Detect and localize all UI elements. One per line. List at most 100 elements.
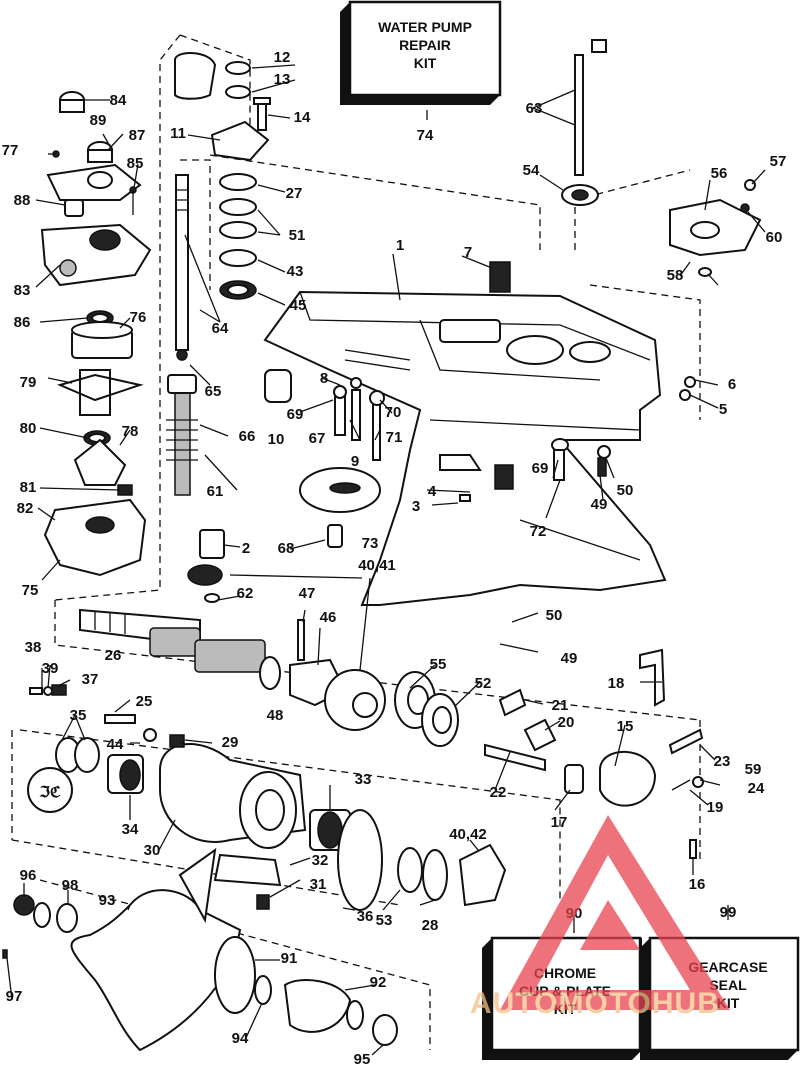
part-label: 79	[20, 374, 37, 391]
part-label: 82	[17, 500, 34, 517]
part-label: 91	[281, 950, 298, 967]
part-label: 5	[719, 401, 727, 418]
part-label: 23	[714, 753, 731, 770]
part-label: 22	[490, 784, 507, 801]
part-label: 2	[242, 540, 250, 557]
propeller-shaft-parts	[79, 608, 704, 859]
part-label: 61	[207, 483, 224, 500]
part-label: 18	[608, 675, 625, 692]
part-label: 44	[107, 736, 124, 753]
part-label: 1	[396, 237, 404, 254]
part-label: 17	[551, 814, 568, 831]
part-label: 62	[237, 585, 254, 602]
part-label: 35	[70, 707, 87, 724]
part-label: 63	[526, 100, 543, 117]
part-label: 19	[707, 799, 724, 816]
part-label: 77	[2, 142, 19, 159]
part-label: 88	[14, 192, 31, 209]
part-label: 39	[42, 660, 59, 677]
part-label: 14	[294, 109, 311, 126]
part-label: 10	[268, 431, 285, 448]
part-label: 72	[530, 523, 547, 540]
part-label: 69	[532, 460, 549, 477]
kit-90-line-1: CHROME	[534, 965, 596, 981]
part-label: 71	[386, 429, 403, 446]
part-label: 37	[82, 671, 99, 688]
part-label: 55	[430, 656, 447, 673]
part-label: 30	[144, 842, 161, 859]
part-label: 26	[105, 647, 122, 664]
kit-74-line-3: KIT	[414, 55, 437, 71]
part-label: 66	[239, 428, 256, 445]
brand-logo: ℑℭ	[38, 784, 60, 801]
part-label: 51	[289, 227, 306, 244]
part-label: 49	[591, 496, 608, 513]
part-label: 87	[129, 127, 146, 144]
propeller-parts	[2, 847, 398, 1052]
part-label: 83	[14, 282, 31, 299]
part-label: 12	[274, 49, 291, 66]
part-label: 45	[290, 297, 307, 314]
bearing-housing-parts: ℑℭ	[27, 684, 507, 911]
part-label: 69	[287, 406, 304, 423]
part-label: 27	[286, 185, 303, 202]
kit-99-line-1: GEARCASE	[688, 959, 767, 975]
part-label: 20	[558, 714, 575, 731]
part-label: 33	[355, 771, 372, 788]
part-label: 53	[376, 912, 393, 929]
leader-lines	[6, 64, 766, 1056]
driveshaft-parts	[166, 52, 271, 603]
kit-74-line-1: WATER PUMP	[378, 19, 472, 35]
part-label: 43	[287, 263, 304, 280]
part-label: 73	[362, 535, 379, 552]
part-label: 84	[110, 92, 127, 109]
part-label: 97	[6, 988, 23, 1005]
part-label: 59	[745, 761, 762, 778]
part-label: 29	[222, 734, 239, 751]
kit-99-line-2: SEAL	[709, 977, 747, 993]
part-label: 32	[312, 852, 329, 869]
part-label: 50	[617, 482, 634, 499]
part-label: 80	[20, 420, 37, 437]
part-label: 48	[267, 707, 284, 724]
part-number-labels: 1234567891011121314151617181920212223242…	[2, 49, 787, 1065]
part-label: 54	[523, 162, 540, 179]
part-label: 3	[412, 498, 420, 515]
part-label: 50	[546, 607, 563, 624]
part-label: 4	[428, 483, 437, 500]
watermark-triangle	[500, 815, 730, 1010]
part-label: 56	[711, 165, 728, 182]
part-label: 6	[728, 376, 736, 393]
part-label: 8	[320, 370, 328, 387]
part-label: 21	[552, 697, 569, 714]
part-label: 31	[310, 876, 327, 893]
part-label: 58	[667, 267, 684, 284]
part-label: 60	[766, 229, 783, 246]
part-label: 16	[689, 876, 706, 893]
part-label: 38	[25, 639, 42, 656]
kit-74-line-2: REPAIR	[399, 37, 451, 53]
watermark-text: AUTOMOTOHUB	[470, 987, 720, 1020]
part-label: 64	[212, 320, 229, 337]
watermark-triangle-inner	[580, 900, 640, 950]
part-label: 67	[309, 430, 326, 447]
part-label: 24	[748, 780, 765, 797]
part-label: 40,41	[358, 557, 396, 574]
part-label: 57	[770, 153, 787, 170]
part-label: 92	[370, 974, 387, 991]
water-pump-parts	[40, 91, 152, 577]
part-label: 52	[475, 675, 492, 692]
part-label: 47	[299, 585, 316, 602]
watermark: AUTOMOTOHUB	[470, 815, 730, 1020]
part-label: 94	[232, 1030, 249, 1047]
part-label: 68	[278, 540, 295, 557]
part-label: 96	[20, 867, 37, 884]
kit-99-number: 99	[720, 904, 737, 921]
part-label: 25	[136, 693, 153, 710]
part-label: 9	[351, 453, 359, 470]
part-label: 75	[22, 582, 39, 599]
part-label: 98	[62, 877, 79, 894]
part-label: 81	[20, 479, 37, 496]
part-label: 89	[90, 112, 107, 129]
